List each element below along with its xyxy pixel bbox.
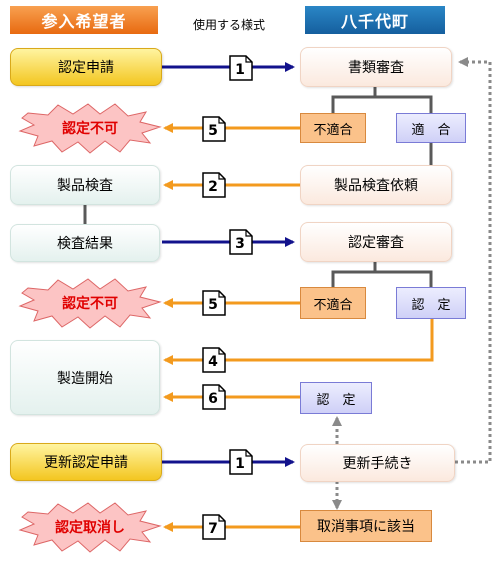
burst-rejected-2 <box>18 278 162 329</box>
form-number: 1 <box>235 62 245 78</box>
form-doc-icon: 6 <box>201 383 227 415</box>
cert-application-box: 認定申請 <box>10 48 162 86</box>
rejected-label-2: 認定不可 <box>62 296 118 312</box>
connector-review-split <box>331 87 377 113</box>
form-number: 2 <box>208 179 218 195</box>
renewal-procedure-box: 更新手続き <box>300 444 455 482</box>
burst-rejected-1 <box>18 103 162 154</box>
dotted-renewal-loop <box>455 57 492 464</box>
production-start-box: 製造開始 <box>10 340 160 415</box>
revoked-label: 認定取消し <box>55 520 125 536</box>
form-doc-icon: 4 <box>201 346 227 378</box>
inspection-request-box: 製品検査依頼 <box>300 165 452 205</box>
form-doc-icon: 5 <box>201 115 227 147</box>
form-number: 5 <box>208 123 218 139</box>
form-doc-icon: 7 <box>201 513 227 545</box>
connector-certreview-split <box>331 260 377 287</box>
header-town: 八千代町 <box>305 6 445 34</box>
form-number: 5 <box>208 297 218 313</box>
connector-review-split-right <box>375 95 433 113</box>
connector-certreview-split-right <box>375 270 433 287</box>
product-inspection-box: 製品検査 <box>10 165 160 205</box>
cert-review-box: 認定審査 <box>300 222 452 262</box>
inspection-result-box: 検査結果 <box>10 224 160 262</box>
header-applicant: 参入希望者 <box>10 6 158 34</box>
form-doc-icon: 1 <box>228 54 254 86</box>
header-forms-used: 使用する様式 <box>192 18 265 32</box>
burst-revoked <box>18 502 162 553</box>
form-doc-icon: 3 <box>228 228 254 260</box>
form-doc-icon: 2 <box>201 171 227 203</box>
arrow-certified-to-production <box>163 319 434 365</box>
renewal-application-box: 更新認定申請 <box>10 443 162 481</box>
fit-box: 適 合 <box>396 113 466 143</box>
revocation-case-box: 取消事項に該当 <box>300 510 432 542</box>
unfit-box-1: 不適合 <box>300 113 366 143</box>
form-number: 6 <box>208 391 218 407</box>
form-number: 1 <box>235 456 245 472</box>
rejected-label-1: 認定不可 <box>62 121 118 137</box>
certified-box-2: 認 定 <box>300 382 372 414</box>
form-doc-icon: 5 <box>201 289 227 321</box>
form-doc-icon: 1 <box>228 448 254 480</box>
form-number: 7 <box>208 521 218 537</box>
form-number: 4 <box>208 354 218 370</box>
document-review-box: 書類審査 <box>300 47 452 87</box>
certified-box-1: 認 定 <box>396 287 466 319</box>
form-number: 3 <box>235 236 245 252</box>
unfit-box-2: 不適合 <box>300 287 366 319</box>
